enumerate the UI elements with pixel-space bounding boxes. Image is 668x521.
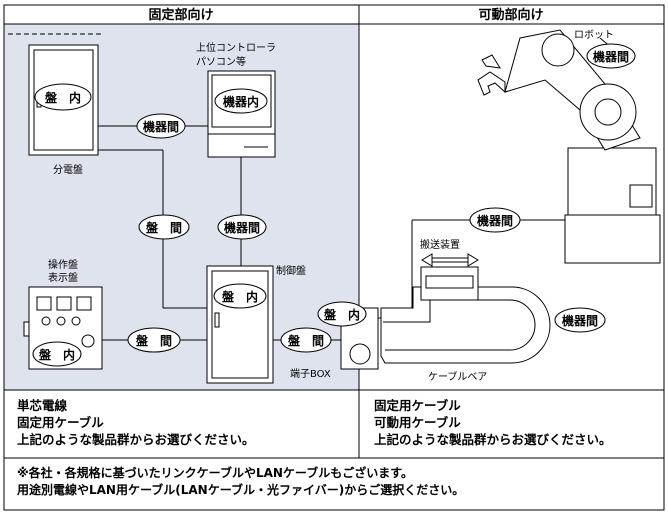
oval-ban-kan-operation-control: 盤 間 <box>127 327 181 353</box>
oval-kiki-kan-robot: 機器間 <box>586 43 636 69</box>
operation-panel-label-2: 表示盤 <box>48 271 78 284</box>
oval-kiki-kan-distribution-pc: 機器間 <box>136 113 186 139</box>
svg-text:盤 内: 盤 内 <box>221 289 258 304</box>
note: ※各社・各規格に基づいたリンクケーブルやLANケーブルもございます。 用途別電線… <box>17 465 464 499</box>
control-panel-label: 制御盤 <box>276 264 306 277</box>
svg-text:機器内: 機器内 <box>223 94 259 109</box>
robot-icon <box>477 29 661 264</box>
oval-ban-kan-control-terminal: 盤 間 <box>280 327 332 353</box>
transfer-arrow-icon <box>421 253 479 267</box>
svg-text:機器間: 機器間 <box>224 220 260 235</box>
movable-header: 可動部向け <box>478 7 543 23</box>
controller-label-1: 上位コントローラ <box>196 41 276 54</box>
fixed-header-bg <box>4 5 359 24</box>
svg-text:盤 内: 盤 内 <box>38 347 75 362</box>
oval-kiki-nai-pc: 機器内 <box>214 88 268 114</box>
fixed-header: 固定部向け <box>148 7 213 23</box>
controller-pc <box>207 70 276 158</box>
operation-panel-label-1: 操作盤 <box>48 258 78 271</box>
svg-text:盤 内: 盤 内 <box>44 90 81 105</box>
note-line2: 用途別電線やLAN用ケーブル(LANケーブル・光ファイバー)からご選択ください。 <box>17 483 465 497</box>
note-line1: ※各社・各規格に基づいたリンクケーブルやLANケーブルもございます。 <box>17 466 414 480</box>
oval-ban-kan-vertical: 盤 間 <box>138 214 190 240</box>
oval-terminal-ban-nai: 盤 内 <box>317 301 367 327</box>
svg-text:機器間: 機器間 <box>477 213 513 228</box>
oval-kiki-kan-cable-bear: 機器間 <box>554 307 606 333</box>
svg-text:機器間: 機器間 <box>143 119 179 134</box>
info-left-line2: 固定用ケーブル <box>17 415 104 430</box>
svg-text:盤 内: 盤 内 <box>323 307 360 322</box>
oval-operation-ban-nai: 盤 内 <box>32 341 82 367</box>
info-left-line3: 上記のような製品群からお選びください。 <box>17 432 255 447</box>
info-right-line3: 上記のような製品群からお選びください。 <box>374 432 612 447</box>
info-right-line1: 固定用ケーブル <box>374 398 461 413</box>
transfer-device <box>420 266 479 301</box>
svg-text:盤 間: 盤 間 <box>135 333 172 348</box>
info-left-line1: 単芯電線 <box>17 398 68 413</box>
info-left: 単芯電線 固定用ケーブル 上記のような製品群からお選びください。 <box>17 397 255 448</box>
oval-distribution-ban-nai: 盤 内 <box>34 83 92 111</box>
svg-text:機器間: 機器間 <box>593 49 629 64</box>
outer-frame <box>3 4 665 511</box>
cable-bear <box>380 286 551 364</box>
svg-text:機器間: 機器間 <box>562 313 598 328</box>
robot-label: ロボット <box>574 29 614 41</box>
terminal-box-label: 端子BOX <box>290 367 331 380</box>
cable-bear-label: ケーブルベア <box>428 370 487 383</box>
movable-header-bg <box>359 5 664 24</box>
controller-label-2: パソコン等 <box>196 55 246 68</box>
oval-control-ban-nai: 盤 内 <box>213 283 267 309</box>
info-right-line2: 可動用ケーブル <box>374 415 461 430</box>
distribution-board-label: 分電盤 <box>53 163 83 176</box>
transfer-device-label: 搬送装置 <box>420 238 460 251</box>
svg-text:盤 間: 盤 間 <box>145 220 182 235</box>
info-right: 固定用ケーブル 可動用ケーブル 上記のような製品群からお選びください。 <box>374 397 612 448</box>
svg-text:盤 間: 盤 間 <box>287 333 324 348</box>
oval-kiki-kan-pc-control: 機器間 <box>217 214 267 240</box>
oval-kiki-kan-cable: 機器間 <box>469 207 521 233</box>
